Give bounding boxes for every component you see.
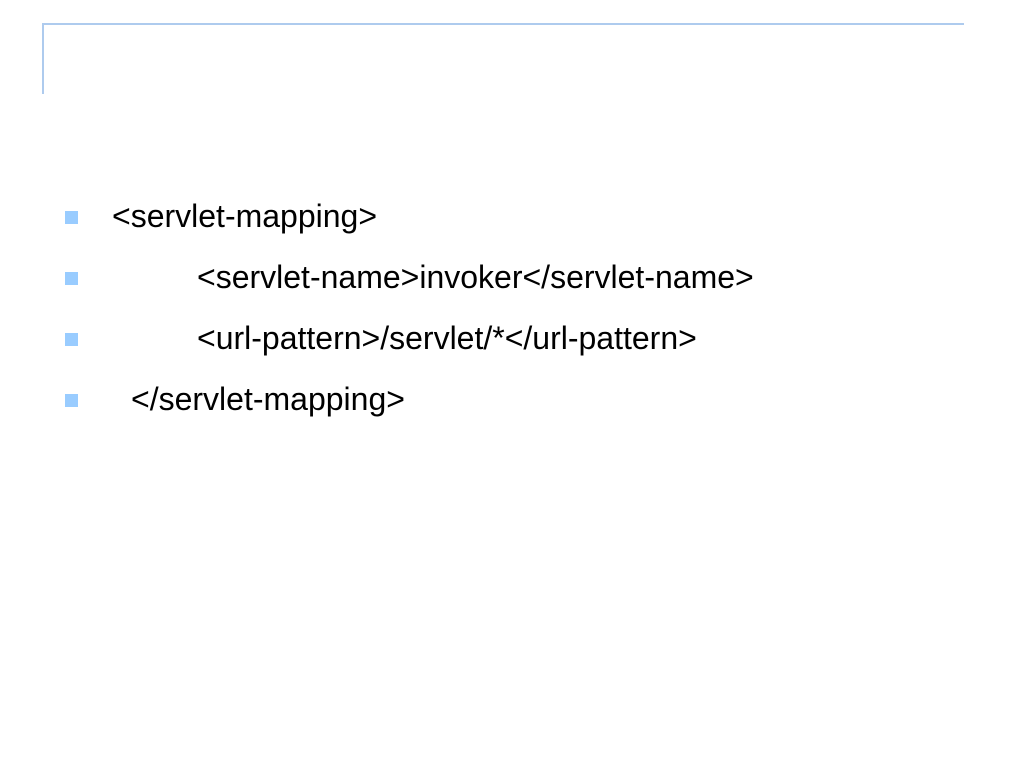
bullet-text: <servlet-mapping> (112, 198, 378, 234)
square-bullet-icon (65, 272, 78, 285)
bullet-text: <url-pattern>/servlet/*</url-pattern> (197, 320, 697, 356)
list-item: </servlet-mapping> (62, 373, 1002, 434)
list-item: <servlet-mapping> (62, 190, 1002, 251)
bullet-list: <servlet-mapping> <servlet-name>invoker<… (62, 190, 1002, 434)
bullet-text: </servlet-mapping> (131, 381, 405, 417)
square-bullet-icon (65, 333, 78, 346)
title-frame-top-border (42, 23, 964, 25)
square-bullet-icon (65, 211, 78, 224)
title-frame-left-border (42, 23, 44, 94)
list-item: <servlet-name>invoker</servlet-name> (62, 251, 1002, 312)
list-item: <url-pattern>/servlet/*</url-pattern> (62, 312, 1002, 373)
bullet-text: <servlet-name>invoker</servlet-name> (197, 259, 754, 295)
square-bullet-icon (65, 394, 78, 407)
